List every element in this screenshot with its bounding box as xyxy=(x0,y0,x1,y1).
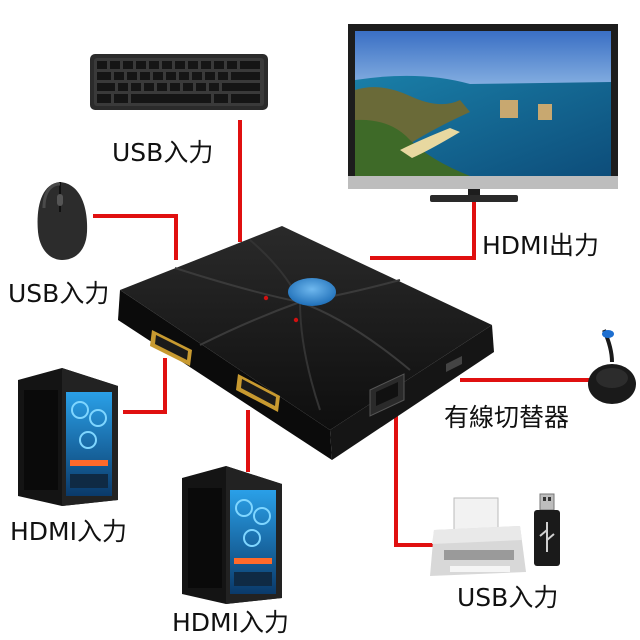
keyboard-icon xyxy=(90,54,268,110)
mouse-usb-label: USB入力 xyxy=(8,274,109,310)
line-pc1 xyxy=(125,360,165,412)
switch-button xyxy=(288,278,336,306)
line-printer xyxy=(396,414,432,545)
monitor-hdmi-label: HDMI出力 xyxy=(482,226,599,262)
wired-switch-icon xyxy=(588,330,636,404)
kvm-switch-device xyxy=(118,226,494,460)
monitor-icon xyxy=(348,24,618,202)
line-monitor xyxy=(372,200,474,258)
pc1-hdmi-label: HDMI入力 xyxy=(10,512,127,548)
pc-tower-icon xyxy=(182,466,282,604)
usb-drive-icon xyxy=(534,494,560,566)
printer-icon xyxy=(430,498,526,576)
line-mouse xyxy=(95,216,176,258)
printer-usb-label: USB入力 xyxy=(457,578,558,614)
pc2-hdmi-label: HDMI入力 xyxy=(172,603,289,639)
pc-tower-icon xyxy=(18,368,118,506)
wired-switch-label: 有線切替器 xyxy=(444,398,569,434)
mouse-icon xyxy=(38,182,88,260)
keyboard-usb-label: USB入力 xyxy=(112,133,213,169)
